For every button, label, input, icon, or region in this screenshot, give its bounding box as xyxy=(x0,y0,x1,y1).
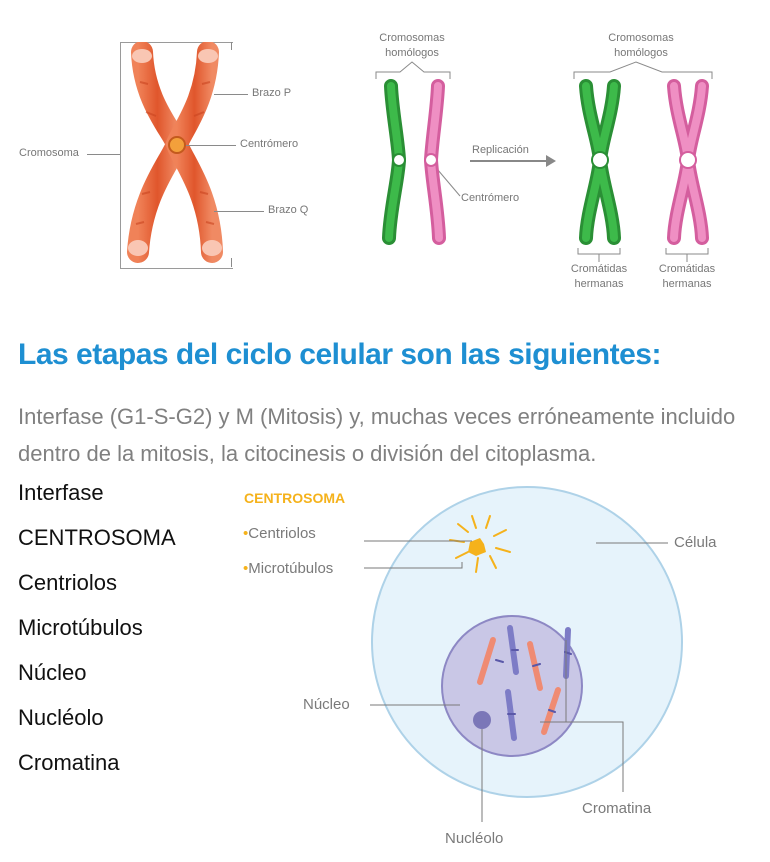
telomere-top-left xyxy=(132,49,152,63)
cromatidas-line1-left: Cromátidas xyxy=(570,263,628,275)
homologos-line1-left: Cromosomas xyxy=(379,32,445,44)
label-microtubulos: •Microtúbulos xyxy=(243,560,333,577)
section-heading: Las etapas del ciclo celular son las sig… xyxy=(18,338,661,371)
label-cromatina: Cromatina xyxy=(582,800,652,817)
chromosome-illustration xyxy=(127,42,223,263)
homolog-brackets xyxy=(375,61,713,262)
label-brazo-q: Brazo Q xyxy=(268,204,309,216)
cromatidas-line2-left: hermanas xyxy=(574,278,624,290)
chromosome-bracket-right-top xyxy=(231,42,232,50)
pink-replicated xyxy=(667,79,709,245)
homologos-line2-left: homólogos xyxy=(385,47,439,59)
green-homolog xyxy=(382,79,407,245)
label-centromero: Centrómero xyxy=(240,138,299,150)
list-item: CENTROSOMA xyxy=(18,525,176,550)
chromosome-bracket-right-bottom xyxy=(231,258,232,267)
green-replicated xyxy=(579,79,621,245)
cromatidas-label-left: Cromátidas hermanas xyxy=(556,262,642,292)
label-cromosoma: Cromosoma xyxy=(19,147,79,159)
label-centriolos-text: Centriolos xyxy=(248,525,316,542)
list-item: Nucléolo xyxy=(18,705,104,730)
homologos-title-right: Cromosomas homólogos xyxy=(593,31,689,61)
telomere-bottom-right xyxy=(202,240,222,256)
bullet-microtubulos: • xyxy=(243,560,249,577)
label-brazo-p: Brazo P xyxy=(252,87,292,99)
list-item: Centriolos xyxy=(18,570,118,595)
cromatidas-line1-right: Cromátidas xyxy=(658,263,716,275)
bullet-centriolos: • xyxy=(243,525,249,542)
intro-paragraph: Interfase (G1-S-G2) y M (Mitosis) y, muc… xyxy=(18,404,736,466)
homologos-line1-right: Cromosomas xyxy=(608,32,674,44)
label-centromero-homolog: Centrómero xyxy=(461,192,520,204)
list-item: Interfase xyxy=(18,480,104,505)
leader-cromosoma xyxy=(87,154,120,155)
telomere-top-right xyxy=(198,49,218,63)
leader-brazo-p xyxy=(214,94,248,95)
list-item: Microtúbulos xyxy=(18,615,143,640)
list-item: Cromatina xyxy=(18,750,120,775)
cromatidas-label-right: Cromátidas hermanas xyxy=(644,262,730,292)
label-replicacion: Replicación xyxy=(472,144,529,156)
leader-brazo-q xyxy=(214,211,264,212)
centrosome xyxy=(449,515,511,573)
nucleolus xyxy=(473,711,491,729)
centrosoma-title: CENTROSOMA xyxy=(244,490,346,506)
label-nucleolo: Nucléolo xyxy=(445,830,504,847)
chromosome-bracket xyxy=(120,42,233,269)
homologos-title-left: Cromosomas homólogos xyxy=(364,31,460,61)
label-microtubulos-text: Microtúbulos xyxy=(248,560,334,577)
label-centriolos: •Centriolos xyxy=(243,525,316,542)
label-nucleo: Núcleo xyxy=(303,696,350,713)
list-item: Núcleo xyxy=(18,660,87,685)
centromere-dot xyxy=(168,136,186,154)
cromatidas-line2-right: hermanas xyxy=(662,278,712,290)
homologos-line2-right: homólogos xyxy=(614,47,668,59)
label-celula: Célula xyxy=(674,534,717,551)
stage-list: Interfase CENTROSOMA Centriolos Microtúb… xyxy=(18,478,176,793)
pink-homolog xyxy=(423,79,446,245)
leader-centromero xyxy=(186,145,236,146)
telomere-bottom-left xyxy=(128,240,148,256)
